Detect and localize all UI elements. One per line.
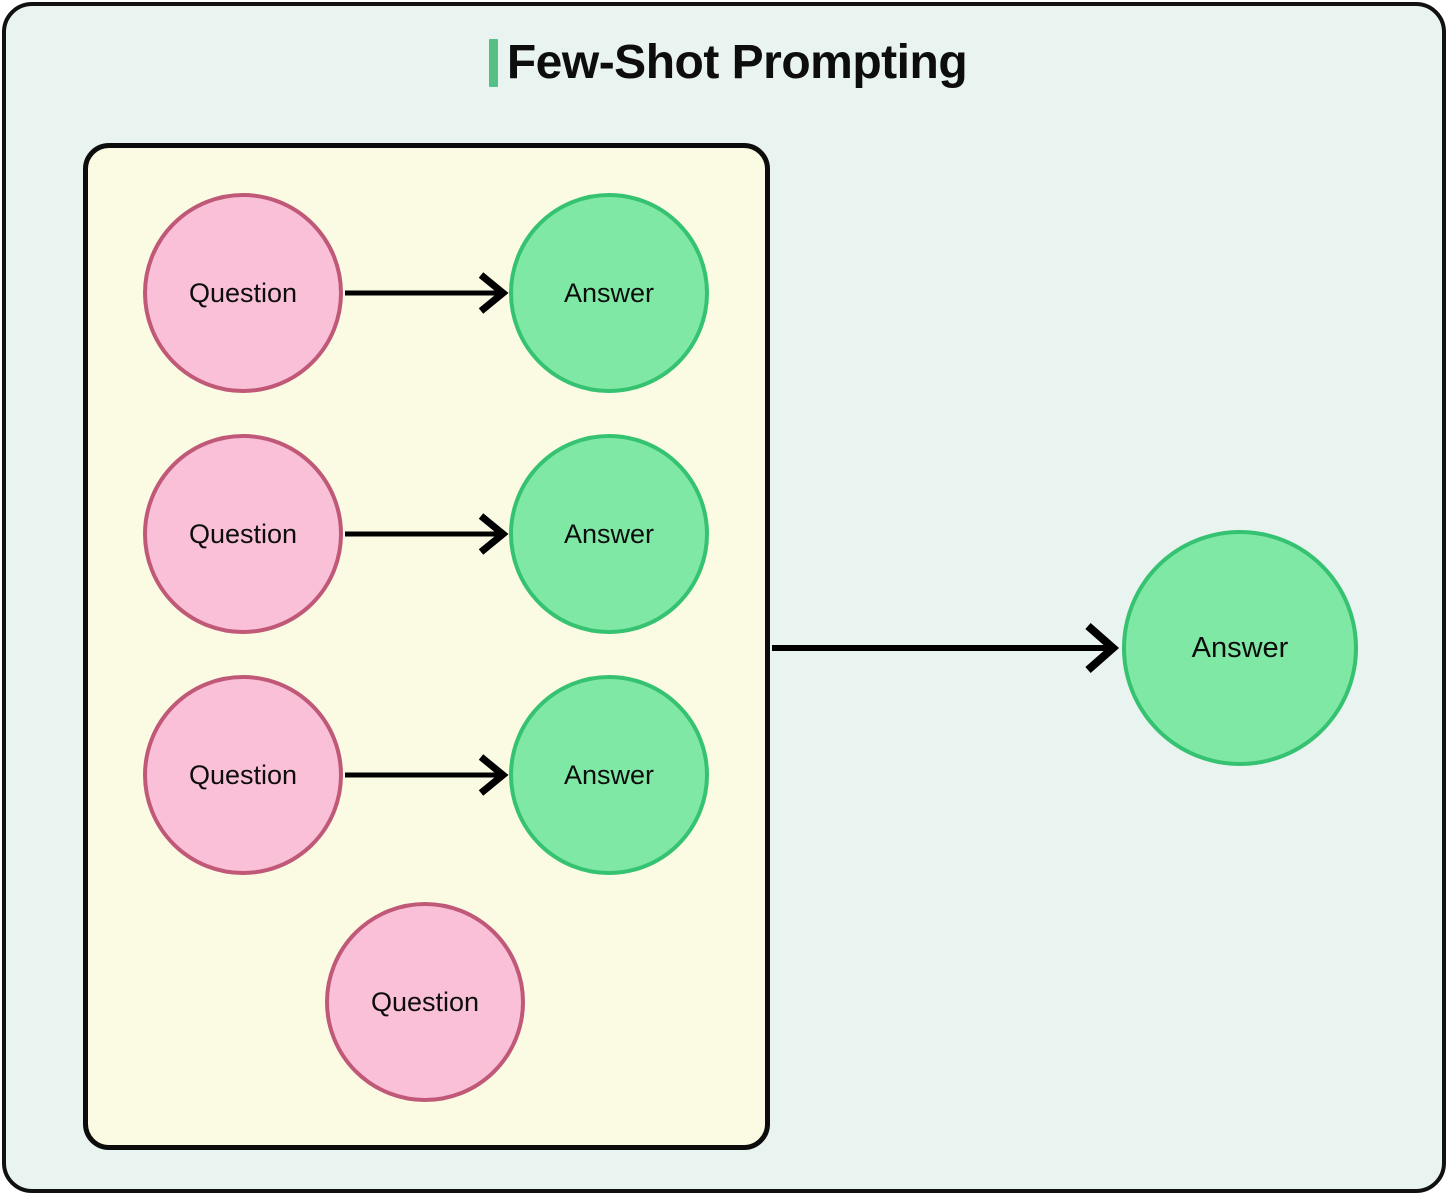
title-accent-bar xyxy=(488,39,498,87)
final-answer-node[interactable]: Answer xyxy=(1122,530,1358,766)
question-node-2[interactable]: Question xyxy=(143,434,343,634)
final-answer-node-label: Answer xyxy=(1191,631,1289,664)
answer-node-2-label: Answer xyxy=(563,518,655,549)
question-node-1-label: Question xyxy=(188,277,298,308)
question-node-2-label: Question xyxy=(188,518,298,549)
question-node-3[interactable]: Question xyxy=(143,675,343,875)
answer-node-3[interactable]: Answer xyxy=(509,675,709,875)
query-question-node-label: Question xyxy=(370,986,480,1017)
page-title-text: Few-Shot Prompting xyxy=(506,36,968,89)
answer-node-1-label: Answer xyxy=(563,277,655,308)
answer-node-3-label: Answer xyxy=(563,759,655,790)
page-title: Few-Shot Prompting xyxy=(0,30,1456,96)
question-node-3-label: Question xyxy=(188,759,298,790)
answer-node-1[interactable]: Answer xyxy=(509,193,709,393)
query-question-node[interactable]: Question xyxy=(325,902,525,1102)
answer-node-2[interactable]: Answer xyxy=(509,434,709,634)
question-node-1[interactable]: Question xyxy=(143,193,343,393)
